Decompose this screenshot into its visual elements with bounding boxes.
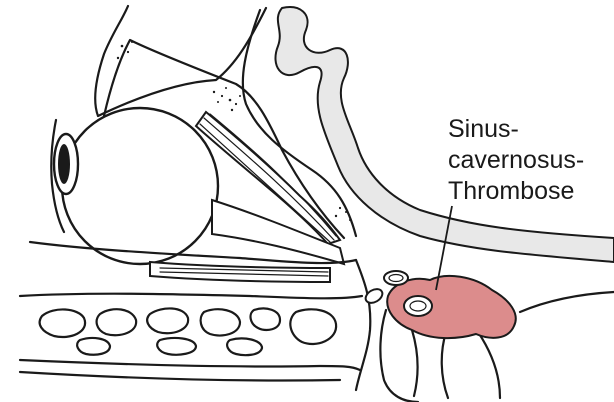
- clivus-lines: [412, 330, 418, 396]
- ethmoid-air-cells: [40, 308, 336, 355]
- pupil: [58, 144, 70, 184]
- clivus-lines-2: [442, 332, 448, 398]
- clivus-lines-3: [478, 332, 500, 398]
- sphenoid-bone: [356, 260, 370, 390]
- maxilla-bottom-2: [20, 372, 340, 381]
- label-line-3: Thrombose: [448, 176, 584, 207]
- label-line-2: cavernosus-: [448, 145, 584, 176]
- posterior-dura: [520, 292, 614, 312]
- sinus-cavernosus-thrombose-label: Sinus- cavernosus- Thrombose: [448, 114, 584, 207]
- maxilla-bottom: [20, 360, 360, 370]
- orbital-floor-lower: [20, 294, 362, 299]
- eyeball: [62, 108, 218, 264]
- label-line-1: Sinus-: [448, 114, 584, 145]
